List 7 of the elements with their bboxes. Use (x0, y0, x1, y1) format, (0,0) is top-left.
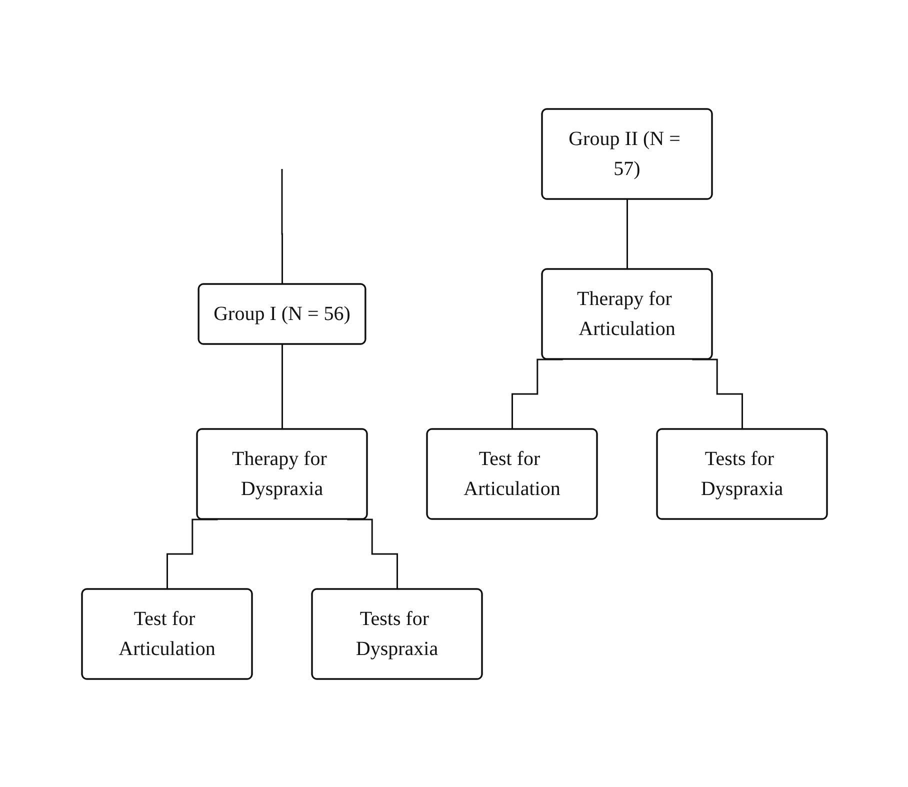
connector (511, 358, 562, 430)
connector (280, 168, 283, 285)
connector (166, 518, 218, 590)
connector (626, 198, 628, 270)
connector (692, 358, 743, 430)
connector (346, 518, 398, 590)
connector (281, 343, 283, 430)
